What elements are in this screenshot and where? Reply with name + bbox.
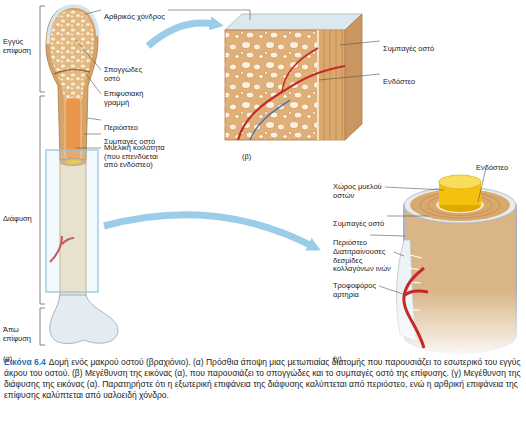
label-anchor: Τροφοφόρος αρτηρία <box>333 282 393 301</box>
label-anchor: Περιόστεο <box>333 231 367 249</box>
leader-line <box>86 10 101 14</box>
vein <box>250 100 290 140</box>
region-bracket <box>40 96 45 304</box>
label-anchor: Συμπαγές οστό <box>383 37 434 55</box>
part-label: Περιόστεο <box>104 124 138 133</box>
part-label: Ενδόστεο <box>476 164 508 173</box>
label-anchor: Χώρος μυελού οστών <box>333 183 393 202</box>
label-anchor: Επιφυσιακή γραμμή <box>104 90 160 109</box>
label-anchor: Σπογγώδες οστό <box>104 66 156 85</box>
label-anchor: Συμπαγές οστό <box>333 212 384 230</box>
label-anchor: Διάφυση <box>3 207 32 225</box>
spongy-bone <box>225 30 345 140</box>
leader-line <box>76 40 101 70</box>
label-anchor: Περιόστεο <box>104 116 138 134</box>
compact-bone <box>318 30 345 140</box>
panel-letter: (β) <box>242 153 251 162</box>
label-anchor: Ενδόστεο <box>383 70 415 88</box>
part-label: Διατιτραίνουσες δεσμίδες κολλαγόνων ινών <box>333 248 399 274</box>
epiphyseal-line <box>54 69 90 74</box>
leader-line <box>394 252 404 256</box>
endosteum <box>317 30 319 140</box>
leader-line <box>478 168 486 202</box>
part-label: Χώρος μυελού οστών <box>333 183 393 200</box>
region-bracket <box>40 6 45 345</box>
leader-line <box>370 235 405 236</box>
magnify-frame <box>46 150 98 292</box>
long-bone <box>46 6 118 344</box>
leader-line <box>76 10 486 294</box>
leader-line <box>250 10 251 20</box>
label-anchor: Εγγύς επίφυση <box>3 38 41 57</box>
blood-vessel <box>282 48 318 92</box>
part-label: Συμπαγές οστό <box>383 45 434 54</box>
part-label: Εγγύς επίφυση <box>3 38 41 55</box>
diaphysis-block <box>396 175 522 354</box>
leader-line <box>168 10 250 11</box>
part-label: Ενδόστεο <box>383 78 415 87</box>
nutrient-artery <box>404 268 428 348</box>
blood-vessel <box>238 66 345 140</box>
leader-line <box>86 74 101 94</box>
leader-line <box>87 118 101 120</box>
leader-line <box>76 148 101 149</box>
figure-number: Εικόνα 6.4 <box>4 357 46 367</box>
leader-line <box>84 134 101 135</box>
leader-line <box>387 216 428 217</box>
part-label: Διάφυση <box>3 215 32 224</box>
caption-text: Δομή ενός μακρού οστού (βραχιόνιο). (α) … <box>4 357 521 400</box>
magnify-arrow <box>148 23 214 46</box>
articular-cartilage <box>48 6 98 44</box>
label-anchor: Ενδόστεο <box>476 156 508 174</box>
leader-line <box>385 187 444 190</box>
label-anchor: Άπω επίφυση <box>3 326 41 345</box>
part-label: Άπω επίφυση <box>3 326 41 343</box>
compact-bone-section <box>46 6 98 160</box>
label-anchor: Αρθρικός χόνδρος <box>104 5 165 23</box>
osteon-lines <box>324 30 342 140</box>
fade-out <box>396 290 522 354</box>
part-label: Τροφοφόρος αρτηρία <box>333 282 393 299</box>
label-anchor: Διατιτραίνουσες δεσμίδες κολλαγόνων ινών <box>333 248 399 275</box>
label-anchor: Μυελική κοιλότητα (που επενδύεται από εν… <box>104 144 172 171</box>
region-bracket <box>40 6 45 92</box>
part-label: Μυελική κοιλότητα (που επενδύεται από εν… <box>104 144 172 170</box>
leader-line <box>340 41 380 45</box>
leader-line <box>379 286 403 294</box>
part-label: Περιόστεο <box>333 239 367 248</box>
part-label: Συμπαγές οστό <box>333 220 384 229</box>
spongy-bone-section <box>50 10 94 100</box>
region-bracket <box>40 308 45 345</box>
leader-line <box>319 74 380 80</box>
label-anchor: (β) <box>242 145 251 163</box>
distal-epiphysis <box>50 295 118 344</box>
figure-caption: Εικόνα 6.4Δομή ενός μακρού οστού (βραχιό… <box>4 357 522 401</box>
part-label: Επιφυσιακή γραμμή <box>104 90 160 107</box>
magnify-arrow <box>104 215 312 246</box>
marrow-top <box>439 175 481 189</box>
part-label: Σπογγώδες οστό <box>104 66 156 83</box>
part-label: Αρθρικός χόνδρος <box>104 13 165 22</box>
spongy-block <box>225 14 362 140</box>
cartilage-face <box>225 14 362 30</box>
